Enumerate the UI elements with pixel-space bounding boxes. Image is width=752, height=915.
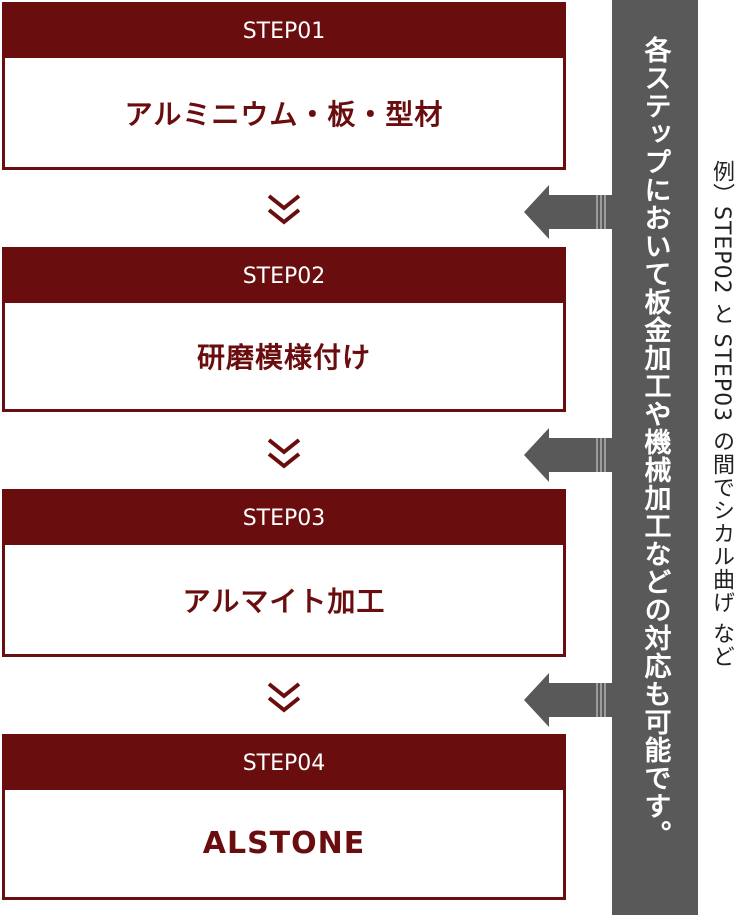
chevron-down-icon (267, 682, 301, 713)
step-label: STEP02 (5, 250, 563, 303)
step-title: 研磨模様付け (196, 341, 371, 374)
step-title: ALSTONE (202, 826, 366, 861)
step-label: STEP04 (5, 737, 563, 790)
step-03: STEP03 アルマイト加工 (2, 489, 566, 657)
step-04: STEP04 ALSTONE (2, 734, 566, 900)
side-panel-note: 各ステップにおいて板金加工や機械加工などの対応も可能です。 (612, 0, 698, 915)
step-label: STEP01 (5, 5, 563, 58)
arrow-left-icon (524, 185, 612, 239)
step-01: STEP01 アルミニウム・板・型材 (2, 2, 566, 170)
arrow-left-icon (524, 673, 612, 727)
arrow-left-icon (524, 428, 612, 482)
step-02: STEP02 研磨模様付け (2, 247, 566, 412)
step-title: アルミニウム・板・型材 (124, 97, 444, 131)
chevron-down-icon (267, 194, 301, 225)
step-label: STEP03 (5, 492, 563, 545)
chevron-down-icon (267, 438, 301, 469)
example-note: 例）STEP02 と STEP03 の間でシカル曲げ など (709, 160, 734, 669)
step-title: アルマイト加工 (182, 584, 386, 618)
